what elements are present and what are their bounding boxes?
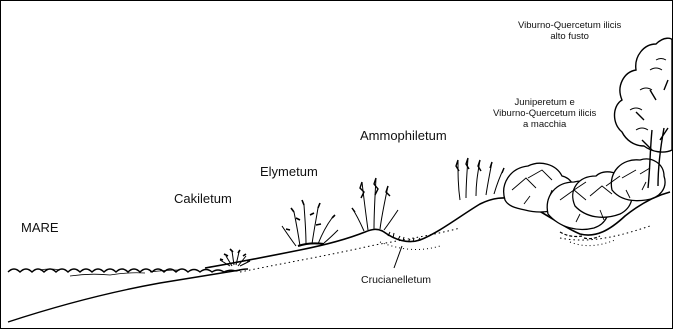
label-viburno-alto-fusto: Viburno-Quercetum ilicis alto fusto: [518, 21, 621, 43]
seabed-line: [8, 270, 240, 322]
label-cakiletum: Cakiletum: [174, 192, 232, 207]
label-crucianelletum: Crucianelletum: [361, 274, 431, 286]
label-juniperetum: Juniperetum e Viburno-Quercetum ilicis a…: [493, 98, 596, 131]
label-viburno-line2: alto fusto: [518, 32, 621, 43]
macchia-shrubs: [504, 159, 665, 230]
label-ammophiletum: Ammophiletum: [360, 129, 447, 144]
sea-lines: [40, 269, 180, 276]
elymetum-plant: [282, 200, 338, 246]
label-elymetum: Elymetum: [260, 165, 318, 180]
ammophiletum-plant: [352, 178, 398, 231]
upper-grass-plant: [456, 158, 504, 200]
label-juniperetum-line3: a macchia: [493, 120, 596, 131]
crucianelletum-leader: [394, 246, 402, 268]
maquis-ground-stipple: [560, 232, 600, 239]
crucianelletum-plant: [388, 232, 420, 268]
label-mare: MARE: [21, 221, 59, 236]
cakiletum-plant: [220, 249, 250, 266]
